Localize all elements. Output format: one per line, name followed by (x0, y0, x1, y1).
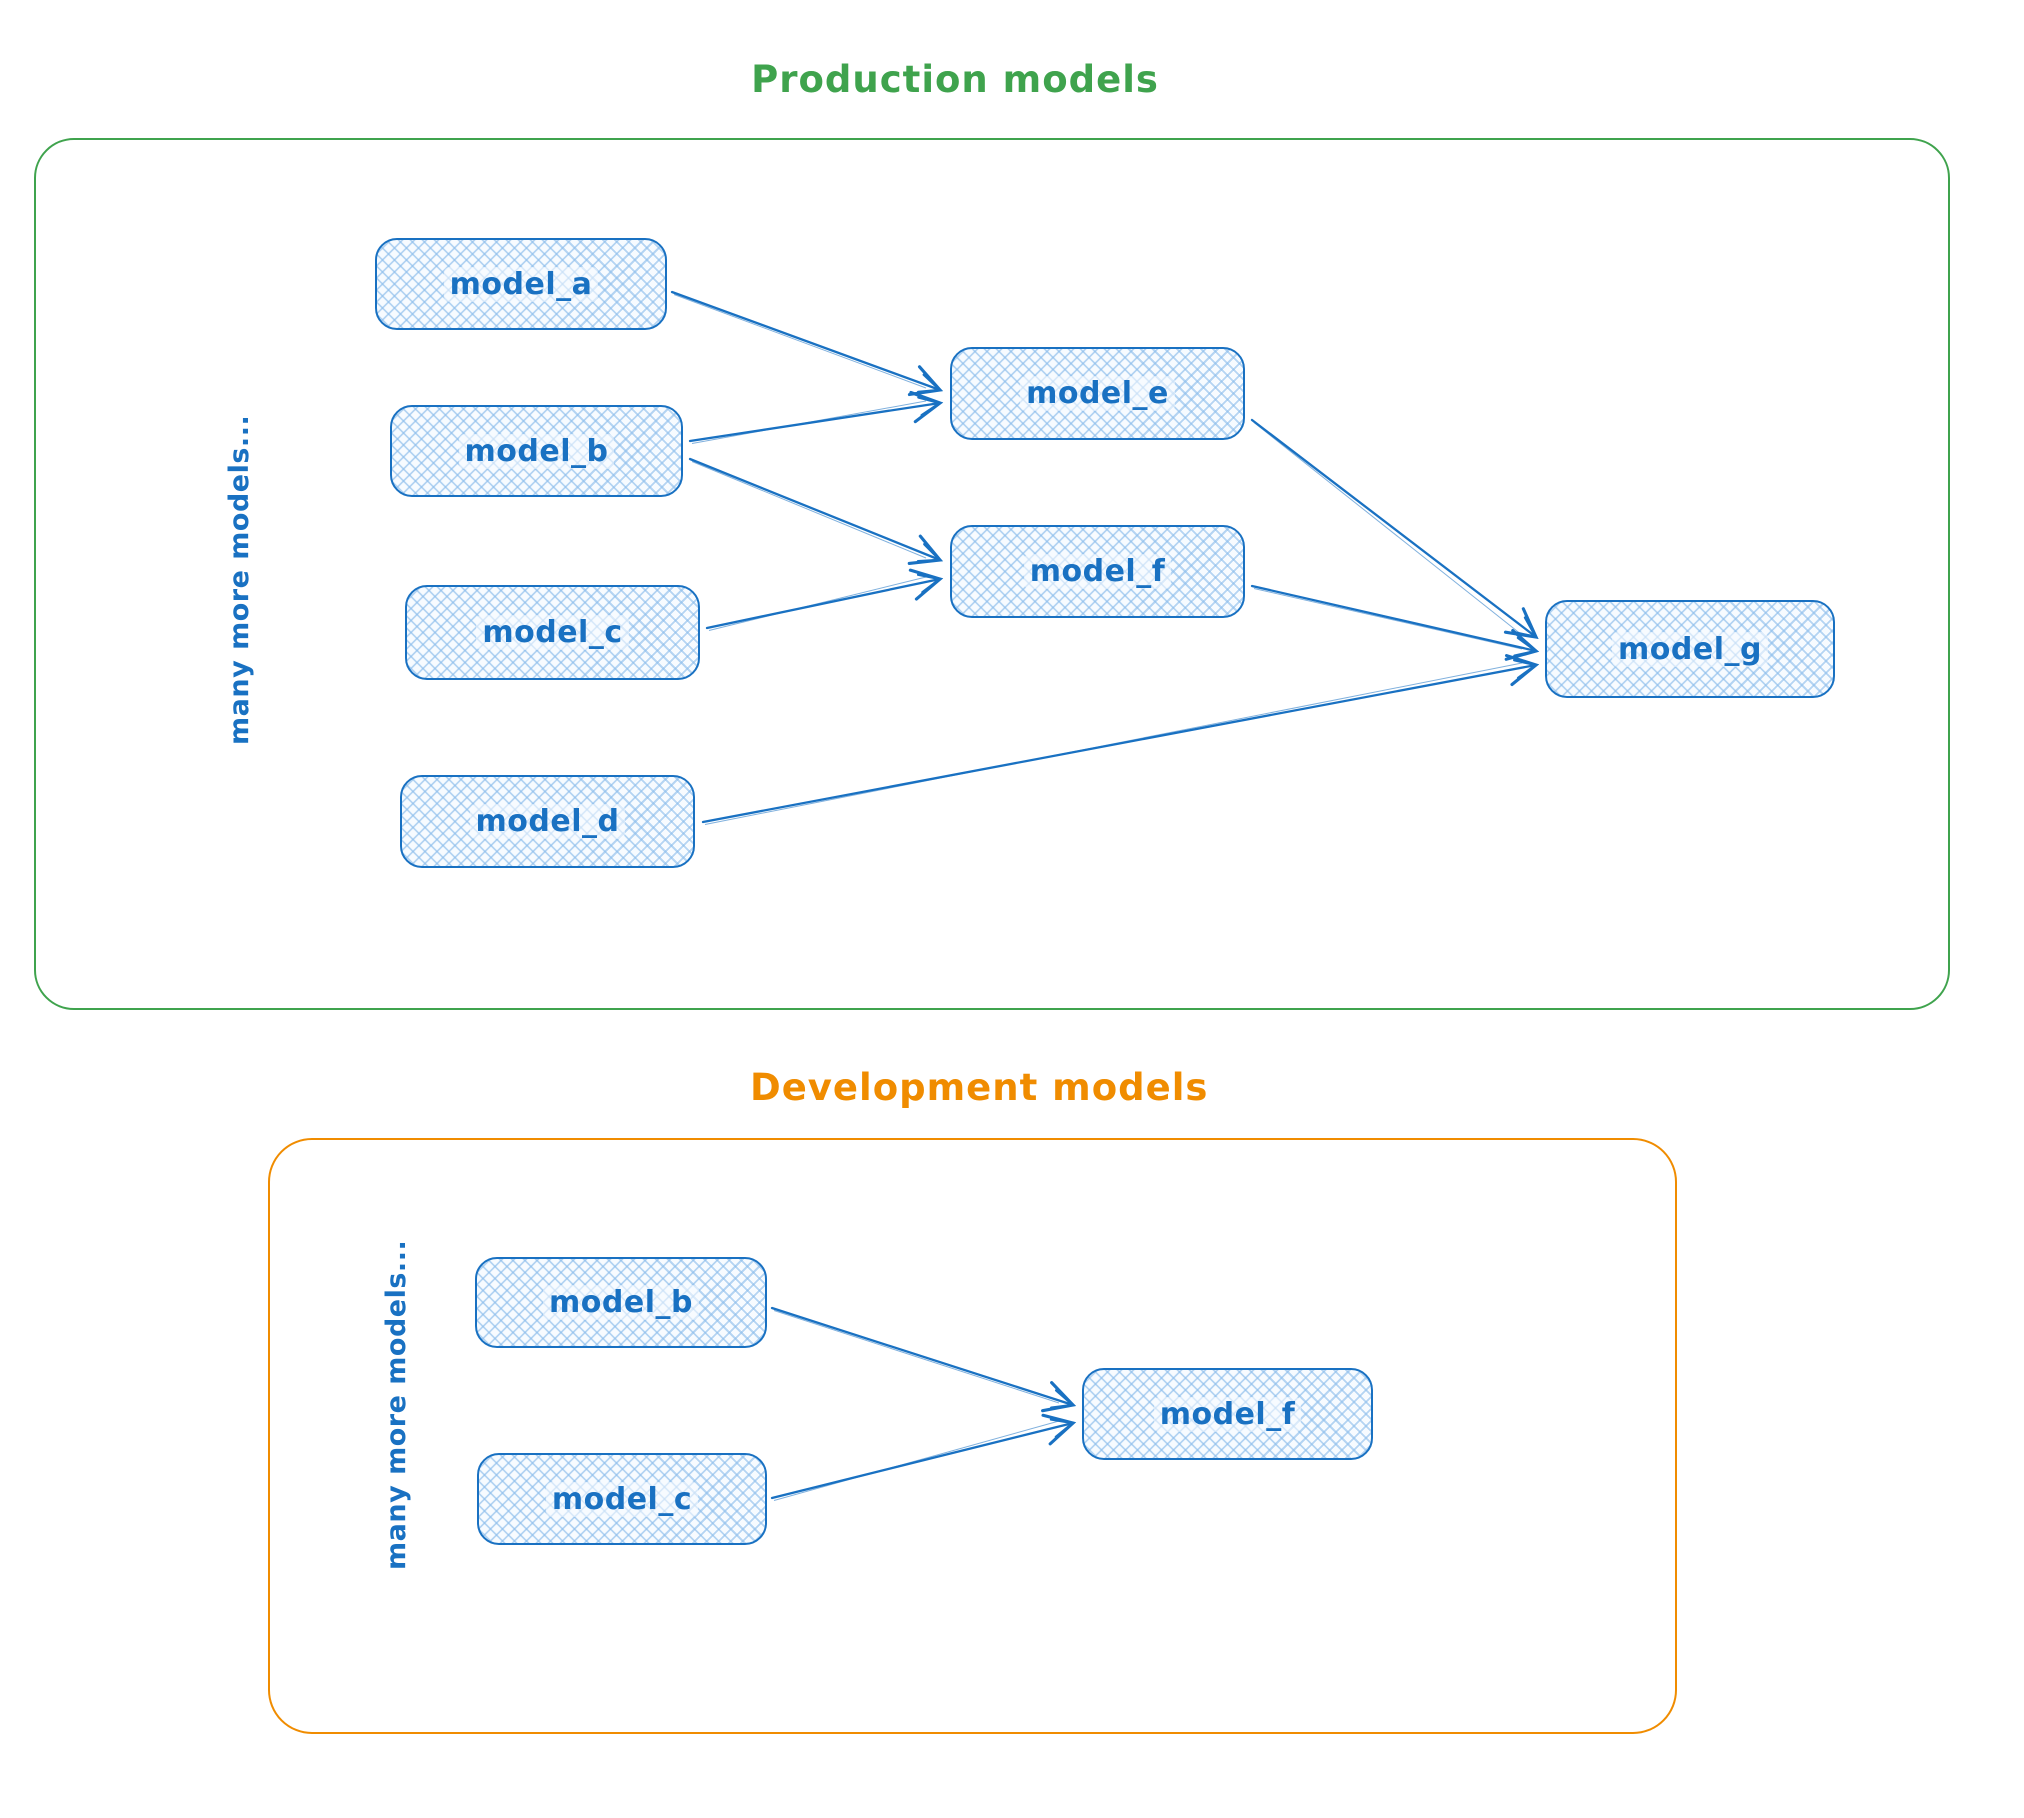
production-title: Production models (751, 58, 1159, 101)
model-node-dev-model-c: model_c (477, 1453, 767, 1545)
production-frame (34, 138, 1950, 1010)
model-node-label: model_f (1023, 554, 1172, 589)
model-node-label: model_c (545, 1481, 699, 1517)
development-side-label: many more models... (381, 1239, 412, 1570)
model-node-label: model_e (1020, 376, 1175, 411)
development-title: Development models (750, 1066, 1209, 1109)
model-node-label: model_d (469, 804, 626, 839)
model-node-prod-model-b: model_b (390, 405, 683, 497)
model-node-label: model_a (443, 266, 599, 302)
model-node-label: model_f (1153, 1396, 1302, 1432)
production-side-label: many more models... (224, 414, 255, 745)
model-node-label: model_b (458, 433, 615, 469)
model-node-label: model_g (1612, 631, 1768, 667)
model-node-prod-model-a: model_a (375, 238, 667, 330)
model-node-prod-model-e: model_e (950, 347, 1245, 440)
model-node-dev-model-b: model_b (475, 1257, 767, 1348)
model-node-label: model_c (476, 615, 629, 650)
model-node-prod-model-d: model_d (400, 775, 695, 868)
model-node-prod-model-g: model_g (1545, 600, 1835, 698)
model-node-label: model_b (543, 1285, 699, 1320)
model-node-prod-model-c: model_c (405, 585, 700, 680)
development-frame (268, 1138, 1677, 1734)
model-node-dev-model-f: model_f (1082, 1368, 1373, 1460)
model-node-prod-model-f: model_f (950, 525, 1245, 618)
